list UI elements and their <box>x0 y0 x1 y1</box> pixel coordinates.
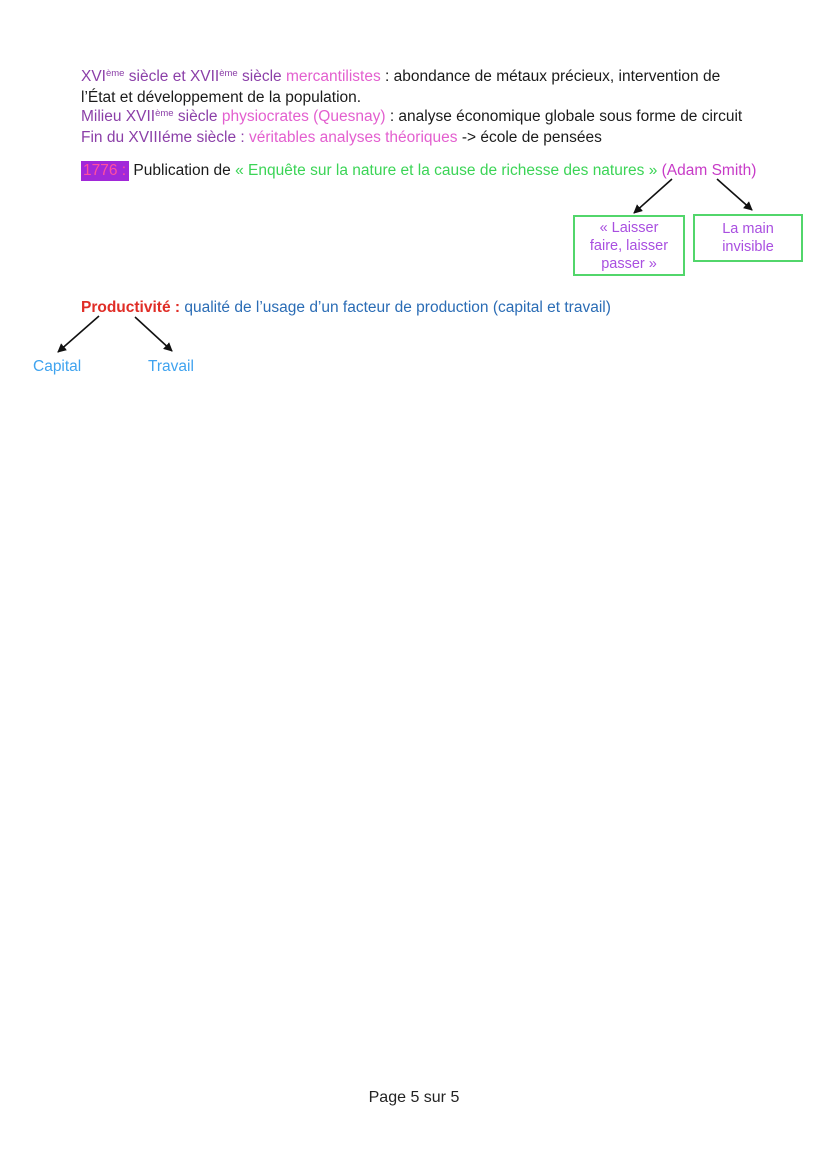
paragraph-line-1: XVIème siècle et XVIIème siècle mercanti… <box>81 67 742 88</box>
book-title-quote: « Enquête sur la nature et la cause de r… <box>235 162 658 179</box>
term-productivite: Productivité : <box>81 299 185 316</box>
century-text: XVI <box>81 68 106 85</box>
arrow-to-main-invisible-box <box>716 178 753 211</box>
productivity-definition: qualité de l’usage d’un facteur de produ… <box>184 299 611 316</box>
laisser-faire-box: « Laisser faire, laisser passer » <box>573 215 685 276</box>
keyword-physiocrates: physiocrates (Quesnay) <box>221 108 386 125</box>
capital-label: Capital <box>33 358 82 375</box>
travail-label: Travail <box>148 358 194 375</box>
definition-text: l’État et développement de la population… <box>81 89 362 106</box>
century-text: siècle et XVII <box>124 68 220 85</box>
box-line: passer » <box>601 255 657 272</box>
definition-text: -> école de pensées <box>461 129 602 146</box>
superscript-eme: ème <box>105 68 125 79</box>
box-line: « Laisser <box>599 219 659 236</box>
definition-text: : analyse économique globale sous forme … <box>385 108 743 125</box>
paragraph-line-2: l’État et développement de la population… <box>81 88 742 107</box>
superscript-eme: ème <box>155 108 174 119</box>
publication-text: Publication de <box>129 162 236 179</box>
definition-text: : abondance de métaux précieux, interven… <box>380 68 721 85</box>
century-text: Fin du XVIIIéme siècle : <box>81 129 249 146</box>
page-number-footer: Page 5 sur 5 <box>368 1089 460 1106</box>
century-text: Milieu XVII <box>81 108 156 125</box>
keyword-analyses-theoriques: véritables analyses théoriques <box>249 129 462 146</box>
main-invisible-box: La main invisible <box>693 214 803 262</box>
century-text: siècle <box>237 68 286 85</box>
box-line: faire, laisser <box>589 237 669 254</box>
keyword-mercantilistes: mercantilistes <box>285 68 381 85</box>
superscript-eme: ème <box>219 68 238 79</box>
century-text: siècle <box>173 108 222 125</box>
publication-line: 1776 : Publication de « Enquête sur la n… <box>81 161 757 181</box>
arrow-to-travail-label <box>134 316 173 352</box>
arrow-to-laisser-faire-box <box>633 178 673 214</box>
history-paragraph: XVIème siècle et XVIIème siècle mercanti… <box>81 67 742 147</box>
paragraph-line-3: Milieu XVIIème siècle physiocrates (Ques… <box>81 107 742 128</box>
arrow-to-capital-label <box>57 315 100 353</box>
year-highlight: 1776 : <box>81 161 130 181</box>
box-line: invisible <box>722 239 774 255</box>
author-name: (Adam Smith) <box>657 162 757 179</box>
paragraph-line-4: Fin du XVIIIéme siècle : véritables anal… <box>81 128 742 147</box>
productivity-line: Productivité : qualité de l’usage d’un f… <box>81 298 611 317</box>
box-line: La main <box>722 221 774 237</box>
